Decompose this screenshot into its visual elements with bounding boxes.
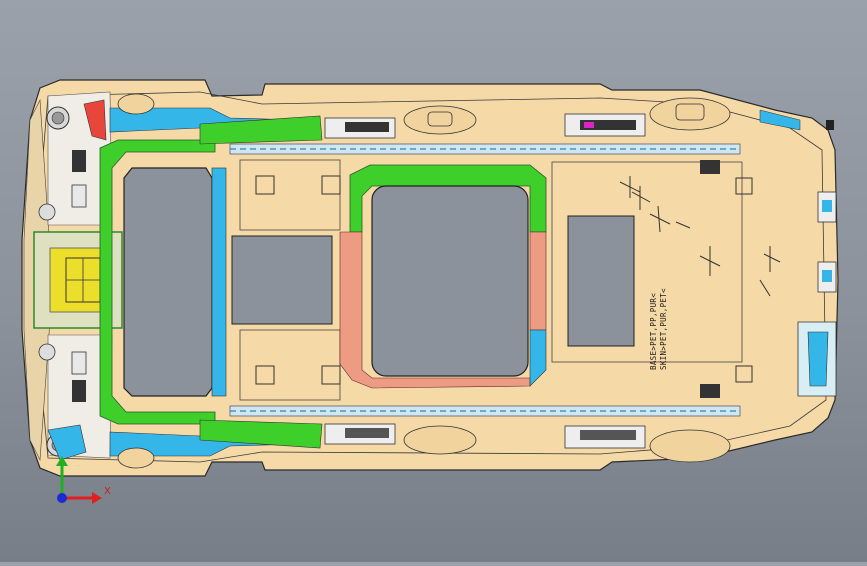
bump-bottom-2 bbox=[649, 429, 731, 463]
bump-top-1 bbox=[403, 105, 477, 135]
rear-clip bbox=[735, 177, 753, 195]
sunroof-frame-right bbox=[529, 231, 547, 331]
rear-dark-pad bbox=[700, 384, 720, 398]
clip-square bbox=[321, 365, 341, 385]
rear-cyan-top bbox=[759, 109, 801, 131]
bump-front-top bbox=[117, 93, 155, 115]
lamp-mount-bottom bbox=[38, 343, 56, 361]
rear-end-strip bbox=[826, 120, 834, 130]
cross-markers bbox=[619, 176, 781, 297]
front-roof-opening bbox=[123, 167, 213, 397]
grab-handle-accent bbox=[584, 122, 594, 128]
rear-opening bbox=[567, 215, 635, 347]
clip-square bbox=[321, 175, 341, 195]
triad-origin bbox=[57, 493, 67, 503]
visor-pocket-top-2 bbox=[71, 184, 87, 208]
axis-triad[interactable]: X bbox=[56, 456, 111, 504]
front-roof-opening-band bbox=[211, 167, 227, 397]
bump-top-2-slot bbox=[675, 103, 705, 121]
grab-handle-bottom-1 bbox=[345, 428, 389, 438]
bump-top-2 bbox=[649, 97, 731, 131]
mid-panel-bottom bbox=[239, 329, 341, 401]
triad-y-arrow bbox=[56, 456, 68, 466]
bump-bottom-1 bbox=[403, 425, 477, 455]
bump-top-1-slot bbox=[427, 111, 453, 127]
side-rail-bottom-green bbox=[199, 419, 323, 449]
front-corner-blue-bottom bbox=[47, 424, 87, 461]
triad-x-arrow bbox=[92, 492, 102, 504]
material-label-base: BASE>PET,PP,PUR< bbox=[649, 293, 658, 370]
visor-pocket-bottom-2 bbox=[71, 351, 87, 375]
triad-x-label: X bbox=[104, 486, 111, 497]
grab-handle-bottom-2 bbox=[580, 430, 636, 440]
sunvisor-clip-top-inner bbox=[51, 111, 65, 125]
rear-antenna bbox=[807, 331, 829, 387]
material-label-skin: SKIN>PET,PUR,PET< bbox=[659, 288, 668, 370]
mid-panel-top bbox=[239, 159, 341, 231]
mid-opening bbox=[231, 235, 333, 325]
sunroof-opening bbox=[371, 185, 529, 377]
rear-clip bbox=[735, 365, 753, 383]
visor-pocket-top bbox=[72, 150, 86, 172]
rear-mount-icon bbox=[822, 270, 832, 282]
headliner-inner-edge bbox=[35, 91, 827, 463]
material-label-group: BASE>PET,PP,PUR< SKIN>PET,PUR,PET< bbox=[649, 288, 668, 370]
bump-front-bottom bbox=[117, 447, 155, 469]
rear-dark-pad bbox=[700, 160, 720, 174]
grab-handle-top-1 bbox=[345, 122, 389, 132]
side-rail-top-green bbox=[199, 115, 323, 145]
lamp-mount-top bbox=[38, 203, 56, 221]
rear-panel-outline bbox=[551, 161, 743, 363]
front-corner-red-top bbox=[83, 99, 107, 141]
clip-square bbox=[255, 175, 275, 195]
clip-square bbox=[255, 365, 275, 385]
sunroof-frame-cyan bbox=[529, 329, 547, 387]
visor-pocket-bottom bbox=[72, 380, 86, 402]
grab-handle-top-2 bbox=[580, 120, 636, 130]
rear-mount-icon bbox=[822, 200, 832, 212]
